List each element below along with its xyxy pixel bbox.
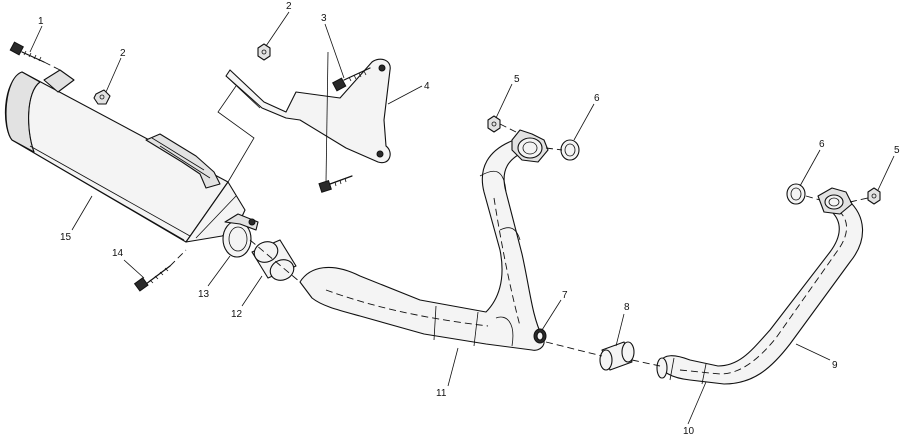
gasket-6-front — [560, 139, 580, 161]
callout-2-left: 2 — [120, 48, 126, 59]
callout-1: 1 — [38, 16, 44, 27]
leader-lines — [29, 11, 895, 425]
callout-11: 11 — [436, 388, 447, 399]
callout-5-rear: 5 — [894, 145, 900, 156]
callout-12: 12 — [231, 309, 243, 320]
fitting-7 — [533, 328, 547, 344]
header-flange-rear — [817, 187, 853, 215]
callout-2-top: 2 — [286, 1, 292, 12]
gasket-6-rear — [786, 183, 806, 205]
nut-5-front — [487, 115, 501, 133]
callout-3: 3 — [321, 13, 327, 24]
callout-13: 13 — [198, 289, 210, 300]
muffler — [4, 69, 246, 243]
gasket-sleeve-8 — [599, 341, 635, 371]
exhaust-clamp — [222, 213, 259, 258]
header-pipe-rear — [656, 199, 864, 385]
header-pipe-front — [299, 139, 545, 351]
callout-10: 10 — [683, 426, 695, 437]
callout-6-front: 6 — [594, 93, 600, 104]
bolt-3-upper — [332, 67, 371, 92]
bolt-1 — [9, 41, 45, 63]
callout-8: 8 — [624, 302, 630, 313]
callout-9: 9 — [832, 360, 838, 371]
callout-4: 4 — [424, 81, 430, 92]
gasket-sleeve — [251, 239, 297, 281]
nut-5-rear — [867, 187, 881, 205]
callout-6-rear: 6 — [819, 139, 825, 150]
callout-5-front: 5 — [514, 74, 520, 85]
nut-2-top — [257, 43, 271, 61]
bolt-3-lower — [318, 175, 353, 193]
nut-2-left — [93, 89, 111, 105]
callout-14: 14 — [112, 248, 124, 259]
callout-7: 7 — [562, 290, 568, 301]
callout-15: 15 — [60, 232, 72, 243]
mounting-bracket — [225, 58, 391, 164]
assembly-lines — [43, 61, 869, 367]
header-flange-front — [511, 129, 549, 163]
callout-numbers: 1 2 2 3 4 5 5 6 6 7 8 9 10 11 12 13 14 1… — [38, 1, 900, 437]
bolt-14 — [133, 265, 171, 292]
